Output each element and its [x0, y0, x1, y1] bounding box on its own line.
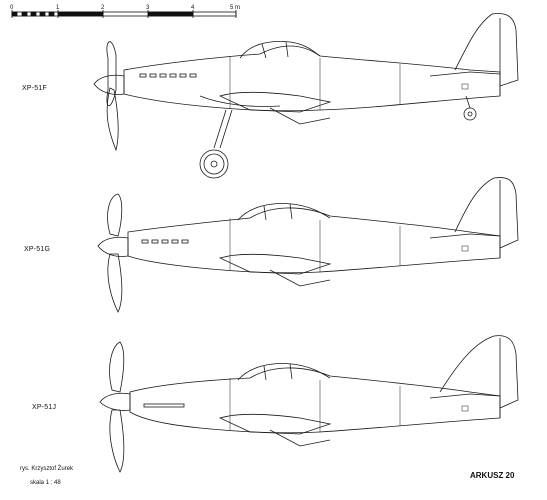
- aircraft-label-xp51g: XP-51G: [24, 246, 51, 253]
- aircraft-label-xp51f: XP-51F: [22, 85, 47, 92]
- aircraft-xp51j-drawing: [99, 335, 519, 473]
- exhaust-stacks: [139, 73, 197, 78]
- scale-tick-3: 3: [146, 5, 150, 11]
- aircraft-xp51f-drawing: [93, 13, 519, 179]
- author-credit: rys. Krzysztof Żurek: [20, 466, 74, 472]
- exhaust-stacks: [143, 403, 185, 408]
- sheet-label: ARKUSZ 20: [470, 471, 515, 480]
- scale-tick-2: 2: [101, 5, 105, 11]
- drawing-scale: skala 1 : 48: [30, 480, 61, 486]
- scale-tick-4: 4: [191, 5, 195, 11]
- aircraft-label-xp51j: XP-51J: [32, 404, 57, 411]
- scale-bar: [11, 10, 237, 18]
- scale-tick-5: 5 m: [230, 5, 241, 11]
- exhaust-stacks: [141, 239, 189, 244]
- scale-tick-1: 1: [56, 5, 60, 11]
- aircraft-xp51g-drawing: [97, 177, 519, 313]
- scale-tick-0: 0: [10, 5, 14, 11]
